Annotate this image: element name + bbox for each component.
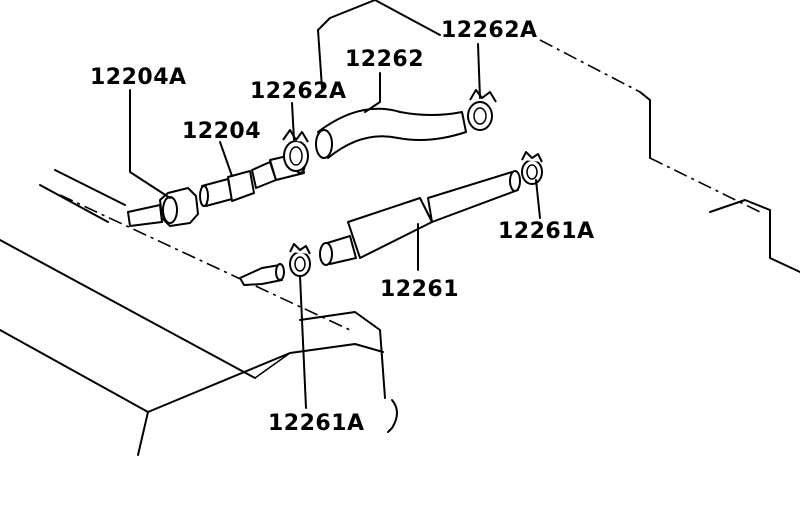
label-12262a-left: 12262A bbox=[250, 79, 347, 104]
cylinder-head-cover bbox=[0, 169, 398, 456]
hose-clip-lower-right bbox=[521, 151, 543, 185]
hose-clip-upper-left bbox=[282, 129, 309, 172]
hose-clip-lower-left bbox=[289, 243, 311, 277]
label-12261a-left: 12261A bbox=[268, 411, 365, 436]
label-12204: 12204 bbox=[182, 119, 261, 144]
label-12261a-right: 12261A bbox=[498, 219, 595, 244]
head-nipple bbox=[239, 263, 285, 286]
label-12262: 12262 bbox=[345, 47, 424, 72]
label-12204a: 12204A bbox=[90, 65, 187, 90]
ventilation-hose-upper bbox=[315, 107, 467, 159]
label-12262a-right: 12262A bbox=[441, 18, 538, 43]
ventilation-hose-lower bbox=[319, 170, 521, 266]
hose-clip-upper-right bbox=[467, 89, 497, 131]
leader-lines bbox=[129, 43, 541, 409]
label-12261: 12261 bbox=[380, 277, 459, 302]
intake-manifold-outline bbox=[317, 0, 800, 273]
part-labels: 12204A 12204 12262A 12262 12262A 12261 1… bbox=[90, 18, 595, 436]
